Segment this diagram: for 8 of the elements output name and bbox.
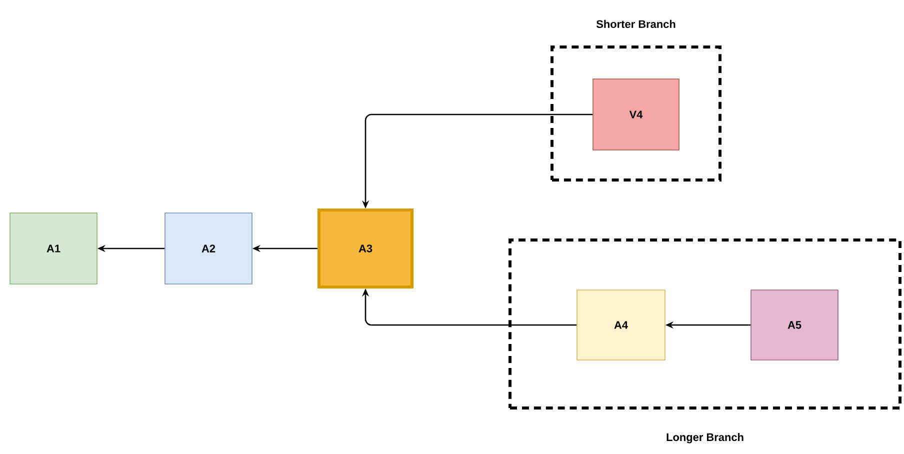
node-label: Shorter Branch xyxy=(596,20,676,28)
process-box: A5 xyxy=(750,290,838,360)
process-box: A2 xyxy=(164,212,252,284)
process-box: A1 xyxy=(10,212,98,284)
process-box: A4 xyxy=(576,290,666,360)
process-box: V4 xyxy=(592,78,680,150)
node-label: Longer Branch xyxy=(666,433,744,444)
process-box: A3 xyxy=(318,208,414,288)
